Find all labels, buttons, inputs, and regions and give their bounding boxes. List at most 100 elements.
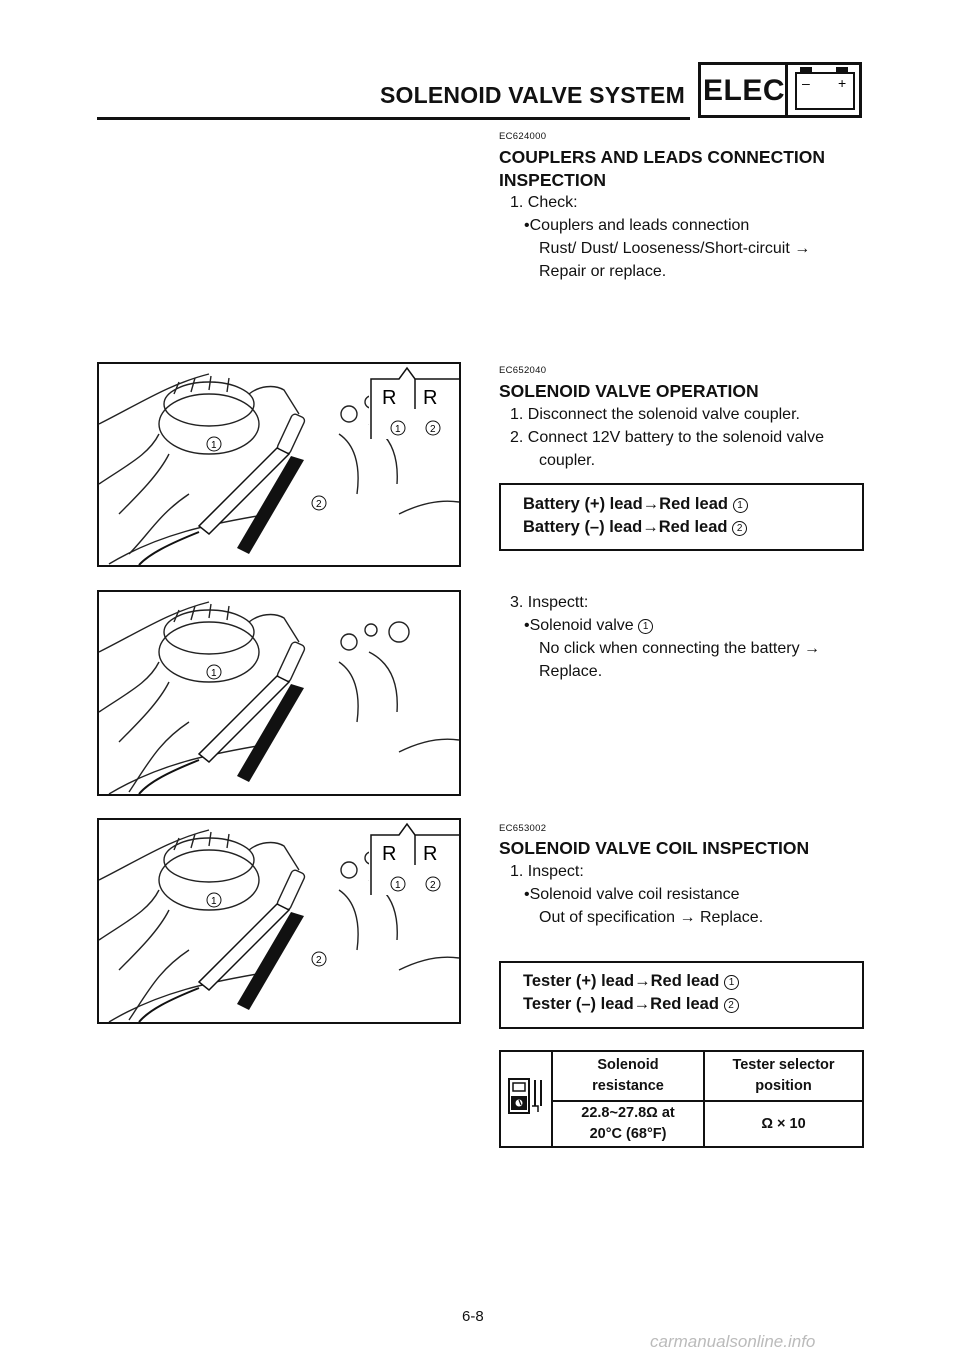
arrow-icon: → xyxy=(794,240,811,257)
callout-2: 2 xyxy=(430,424,436,435)
note-line-1: Tester (+) lead→Red lead 1 xyxy=(523,970,739,993)
check-action: Replace. xyxy=(539,663,603,680)
callout-1: 1 xyxy=(395,880,401,891)
section-heading: SOLENOID VALVE COIL INSPECTION xyxy=(499,838,810,858)
header-text: Solenoid xyxy=(597,1057,659,1073)
lead-text: Tester (–) lead xyxy=(523,995,634,1013)
figure-drawing: R R 1 2 1 2 xyxy=(99,820,459,1022)
step-1: 1. Disconnect the solenoid valve coupler… xyxy=(510,406,800,423)
item-text: Solenoid valve xyxy=(529,617,634,634)
step-2: 2. Connect 12V battery to the solenoid v… xyxy=(510,429,824,446)
arrow-icon: → xyxy=(804,640,821,657)
lead-color: Red lead xyxy=(650,995,719,1013)
arrow-icon: → xyxy=(679,909,696,926)
figure-drawing: 1 xyxy=(99,601,459,794)
battery-minus: – xyxy=(802,75,810,91)
multimeter-icon xyxy=(508,1077,542,1114)
badge-divider xyxy=(785,62,788,118)
heading-line-2: INSPECTION xyxy=(499,170,606,190)
section-heading: SOLENOID VALVE OPERATION xyxy=(499,381,759,401)
callout-1: 1 xyxy=(638,619,654,634)
spec-table: Solenoid resistance Tester selector posi… xyxy=(499,1050,864,1148)
section-code: EC624000 xyxy=(499,131,547,142)
value-text: 22.8~27.8Ω at xyxy=(581,1105,675,1121)
check-item: •Solenoid valve 1 xyxy=(524,614,654,637)
callout-2: 2 xyxy=(723,998,739,1013)
item-text: Solenoid valve coil resistance xyxy=(529,886,740,903)
note-box xyxy=(499,961,864,1029)
lead-color: Red lead xyxy=(659,495,728,513)
battery-plus: + xyxy=(838,75,846,91)
watermark: carmanualsonline.info xyxy=(650,1332,816,1351)
lead-text: Battery (+) lead xyxy=(523,495,643,513)
step-3: 3. Inspectt: xyxy=(510,594,589,611)
value-resistance: 22.8~27.8Ω at 20°C (68°F) xyxy=(551,1100,705,1148)
callout-2: 2 xyxy=(316,499,322,510)
check-item: •Couplers and leads connection xyxy=(524,214,749,237)
check-detail: Out of specification → Replace. xyxy=(539,906,763,929)
page-number: 6-8 xyxy=(462,1308,484,1325)
callout-1: 1 xyxy=(211,896,217,907)
callout-2: 2 xyxy=(316,955,322,966)
note-line-1: Battery (+) lead→Red lead 1 xyxy=(523,493,748,516)
section-badge-box xyxy=(698,62,862,118)
battery-icon: – + xyxy=(795,67,855,110)
callout-2: 2 xyxy=(732,521,748,536)
note-line-2: Battery (–) lead→Red lead 2 xyxy=(523,516,748,539)
bullet-icon: • xyxy=(524,886,530,903)
header-selector: Tester selector position xyxy=(703,1050,864,1102)
check-item: •Solenoid valve coil resistance xyxy=(524,883,740,906)
callout-2: 2 xyxy=(430,880,436,891)
lead-text: Tester (+) lead xyxy=(523,972,635,990)
wire-color-label: R xyxy=(423,843,437,865)
note-box xyxy=(499,483,864,551)
bullet-icon: • xyxy=(524,217,530,234)
header-rule xyxy=(97,117,690,120)
item-text: Couplers and leads connection xyxy=(529,217,750,234)
figure-coil-resistance: R R 1 2 1 2 xyxy=(97,818,461,1024)
callout-1: 1 xyxy=(395,424,401,435)
callout-1: 1 xyxy=(211,440,217,451)
check-detail: No click when connecting the battery → xyxy=(539,637,820,660)
header-text: Tester selector xyxy=(732,1057,835,1073)
section-badge: ELEC xyxy=(703,74,786,107)
detail-text: Rust/ Dust/ Looseness/Short-circuit xyxy=(539,240,790,257)
arrow-icon: → xyxy=(633,995,651,1013)
arrow-icon: → xyxy=(634,972,651,990)
wire-color-label: R xyxy=(423,387,437,409)
arrow-icon: → xyxy=(642,495,660,513)
lead-color: Red lead xyxy=(658,518,728,536)
page-title: SOLENOID VALVE SYSTEM xyxy=(380,82,685,108)
step-1: 1. Inspect: xyxy=(510,863,584,880)
detail-text: No click when connecting the battery xyxy=(539,640,800,657)
figure-battery-connection: R R 1 2 1 2 xyxy=(97,362,461,567)
bullet-icon: • xyxy=(524,617,530,634)
value-selector: Ω × 10 xyxy=(703,1100,864,1148)
step-2-cont: coupler. xyxy=(539,452,596,469)
check-action: Repair or replace. xyxy=(539,263,667,280)
header-resistance: Solenoid resistance xyxy=(551,1050,705,1102)
action-text: Replace. xyxy=(699,909,764,926)
note-line-2: Tester (–) lead→Red lead 2 xyxy=(523,993,739,1016)
lead-color: Red lead xyxy=(650,972,720,990)
callout-1: 1 xyxy=(211,668,217,679)
lead-text: Battery (–) lead xyxy=(523,518,643,536)
wire-color-label: R xyxy=(382,387,396,409)
value-text: 20°C (68°F) xyxy=(589,1126,667,1142)
figure-drawing: R R 1 2 1 2 xyxy=(99,364,459,565)
section-code: EC652040 xyxy=(499,365,547,376)
section-code: EC653002 xyxy=(499,823,547,834)
detail-text: Out of specification xyxy=(539,909,676,926)
heading-line-1: COUPLERS AND LEADS CONNECTION xyxy=(499,147,826,167)
header-text: position xyxy=(755,1078,812,1094)
wire-color-label: R xyxy=(382,843,396,865)
figure-solenoid-valve: 1 xyxy=(97,590,461,796)
step-1: 1. Check: xyxy=(510,194,578,211)
header-text: resistance xyxy=(592,1078,664,1094)
section-heading: COUPLERS AND LEADS CONNECTION INSPECTION xyxy=(499,146,825,192)
callout-1: 1 xyxy=(723,975,739,990)
multimeter-icon-cell xyxy=(499,1050,553,1148)
check-detail: Rust/ Dust/ Looseness/Short-circuit → xyxy=(539,237,810,260)
callout-1: 1 xyxy=(732,498,748,513)
arrow-icon: → xyxy=(642,518,659,536)
